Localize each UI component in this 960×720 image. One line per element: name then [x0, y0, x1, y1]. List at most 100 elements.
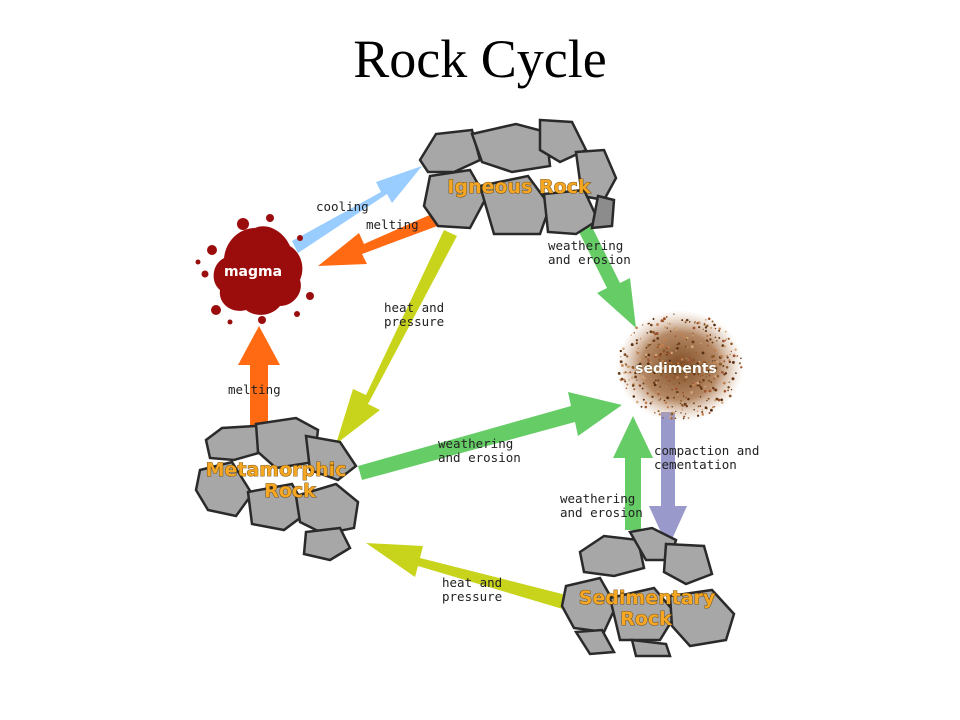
sediment-speck [666, 322, 669, 324]
label-heat-sedimentary-1: heat and [442, 575, 502, 590]
sediment-speck [712, 354, 715, 358]
sediment-speck [703, 389, 707, 393]
sediment-speck [662, 317, 666, 321]
sediment-speck [709, 334, 712, 336]
sediment-speck [654, 412, 656, 414]
sediment-speck [693, 359, 695, 361]
sediment-speck [626, 355, 629, 358]
sediment-speck [630, 334, 633, 337]
sediment-speck [701, 374, 704, 376]
sediment-speck [664, 325, 667, 329]
sediment-speck [731, 377, 735, 381]
sediment-speck [674, 326, 678, 330]
sediment-speck [638, 371, 641, 374]
sediment-speck [622, 347, 625, 351]
sediment-speck [691, 359, 694, 362]
sediment-speck [702, 328, 705, 331]
label-weathering-sedimentary-1: weathering [560, 491, 635, 506]
sediment-speck [701, 413, 704, 416]
sediment-speck [658, 413, 661, 416]
sediment-speck [716, 374, 720, 378]
sediment-speck [705, 334, 709, 338]
sediment-speck [631, 365, 635, 369]
sediment-speck [680, 333, 683, 336]
sediment-speck [620, 356, 622, 358]
sediment-speck [714, 367, 718, 370]
sediment-speck [704, 326, 708, 329]
label-heat-igneous-2: pressure [384, 314, 444, 329]
sediment-speck [689, 364, 693, 367]
sediment-speck [675, 410, 677, 413]
sediment-speck [689, 357, 692, 360]
sediment-speck [701, 409, 703, 411]
sediment-speck [705, 367, 708, 370]
label-heat-igneous-1: heat and [384, 300, 444, 315]
sediment-speck [623, 378, 626, 381]
sediment-speck [704, 385, 707, 388]
sediment-speck [683, 335, 686, 338]
sediment-speck [685, 373, 688, 376]
sediment-speck [668, 322, 671, 325]
sediment-speck [674, 387, 678, 391]
label-weathering-igneous-1: weathering [548, 238, 623, 253]
sediment-speck [698, 384, 701, 387]
arrow-melting-metamorphic [238, 326, 280, 425]
sediment-speck [666, 351, 668, 353]
sediment-speck [657, 343, 660, 346]
sediment-speck [660, 374, 662, 377]
label-melting-igneous: melting [366, 217, 419, 232]
sediment-speck [713, 377, 715, 380]
sediment-speck [647, 359, 650, 362]
sediment-speck [683, 402, 687, 406]
metamorphic-label-line2: Rock [264, 480, 316, 502]
sediment-speck [702, 360, 706, 363]
sediment-speck [695, 352, 697, 354]
sediment-speck [633, 331, 636, 334]
sediment-speck [722, 364, 725, 368]
sediment-speck [654, 379, 657, 382]
sediment-speck [674, 373, 676, 375]
sediment-speck [720, 354, 723, 358]
sediment-speck [659, 398, 662, 400]
sediment-speck [678, 402, 680, 404]
sediment-speck [641, 387, 644, 390]
sediment-speck [652, 317, 655, 320]
sediment-speck [649, 343, 652, 346]
sediment-speck [696, 384, 699, 387]
sediment-speck [683, 415, 686, 418]
igneous-rock-label: Igneous Rock [447, 176, 591, 198]
sediment-speck [685, 319, 688, 322]
sediment-speck [674, 417, 677, 419]
sediment-speck [644, 405, 648, 409]
sediment-speck [685, 396, 687, 399]
sediment-speck [647, 323, 649, 325]
sediment-speck [685, 405, 688, 408]
sediment-speck [683, 378, 687, 382]
sediment-speck [671, 388, 673, 391]
sediment-speck [628, 365, 631, 368]
sediment-speck [664, 401, 668, 405]
sediment-speck [713, 405, 716, 408]
sediment-speck [652, 339, 656, 343]
sediment-speck [720, 401, 724, 404]
sediment-speck [735, 355, 737, 358]
sediment-speck [631, 376, 634, 380]
sediment-speck [698, 405, 701, 408]
sediment-speck [672, 417, 675, 420]
sediment-speck [667, 351, 671, 355]
sediment-speck [698, 326, 701, 329]
sediment-speck [635, 351, 637, 353]
label-compaction-2: cementation [654, 457, 737, 472]
sediment-speck [725, 338, 727, 340]
sediment-speck [635, 326, 638, 330]
sediment-speck [730, 342, 733, 346]
sediment-speck [652, 330, 655, 334]
sediment-speck [631, 384, 635, 387]
sediment-speck [661, 360, 664, 363]
sediment-speck [626, 383, 629, 386]
sediment-speck [697, 373, 699, 375]
label-weathering-metamorphic-2: and erosion [438, 450, 521, 465]
sediment-speck [617, 371, 621, 375]
sedimentary-label-line1: Sedimentary [579, 587, 716, 609]
sediment-speck [719, 362, 722, 366]
